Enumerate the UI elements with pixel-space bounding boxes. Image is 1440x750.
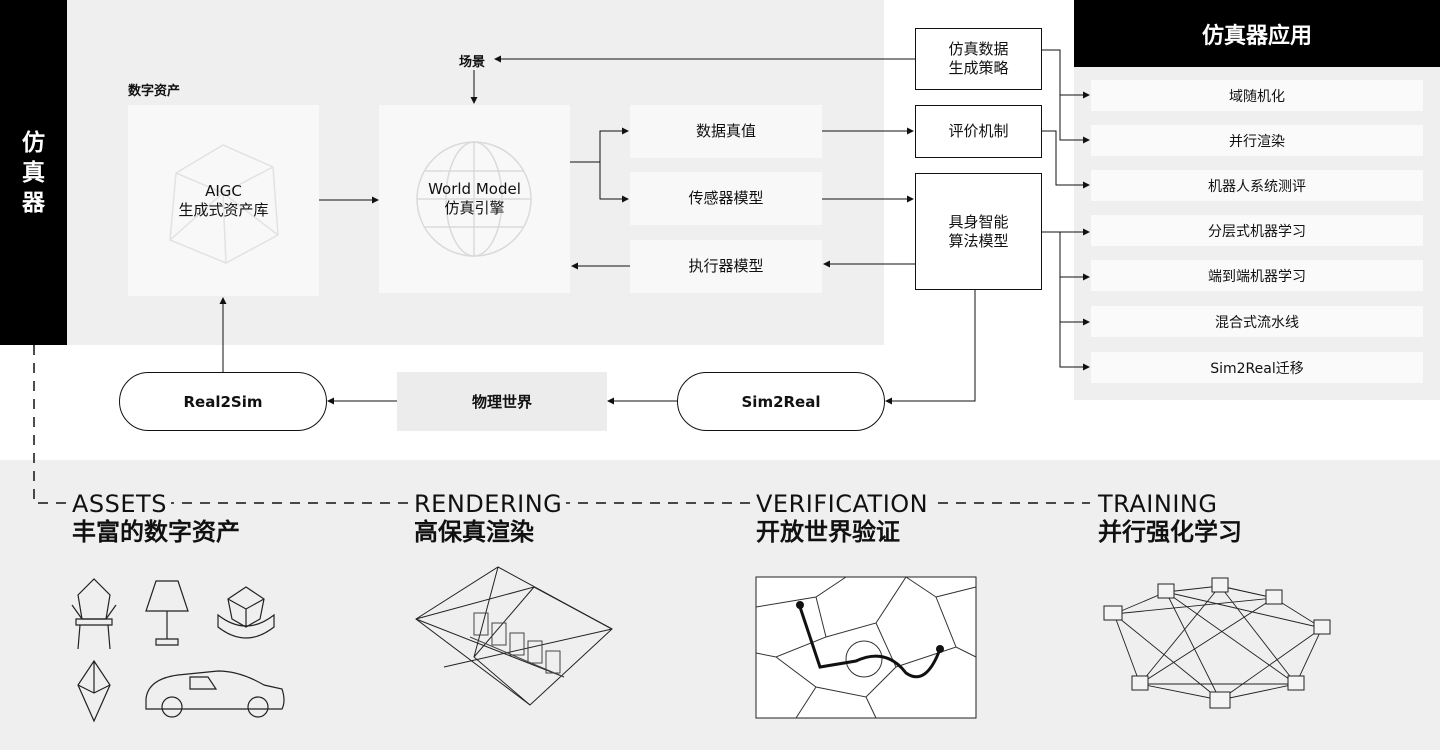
world-model-engine-box: World Model 仿真引擎 xyxy=(379,105,570,293)
lamp-icon xyxy=(145,580,189,646)
app-item-hierarchical-learning: 分层式机器学习 xyxy=(1091,215,1423,246)
open-world-map-illustration xyxy=(755,576,977,719)
real2sim-node: Real2Sim xyxy=(119,372,327,431)
end-pin-icon xyxy=(936,645,944,653)
stage-training-title: TRAINING xyxy=(1094,490,1222,518)
polyhedron-icon xyxy=(169,144,279,264)
start-pin-icon xyxy=(796,601,804,609)
embodied-ai-model-box: 具身智能 算法模型 xyxy=(915,173,1042,290)
aigc-asset-library-box: AIGC 生成式资产库 xyxy=(128,105,319,296)
globe-icon xyxy=(416,141,532,257)
rendering-scene-illustration xyxy=(415,566,613,706)
stage-assets-subtitle: 丰富的数字资产 xyxy=(72,518,240,546)
sidebar-title: 仿 真 器 xyxy=(22,130,45,216)
sim2real-node: Sim2Real xyxy=(677,372,885,431)
scene-label: 场景 xyxy=(459,55,486,70)
crystal-icon xyxy=(77,659,111,723)
stage-rendering-title: RENDERING xyxy=(410,490,567,518)
sensor-model-box: 传感器模型 xyxy=(630,172,822,225)
stage-verification-title: VERIFICATION xyxy=(752,490,933,518)
car-icon xyxy=(145,670,285,718)
aigc-box-label: AIGC 生成式资产库 xyxy=(178,181,269,219)
chair-icon xyxy=(71,578,117,650)
world-model-label: World Model 仿真引擎 xyxy=(428,180,521,217)
robot-arm-nodes xyxy=(1103,577,1331,709)
app-item-robot-evaluation: 机器人系统测评 xyxy=(1091,170,1423,201)
digital-assets-label: 数字资产 xyxy=(128,84,181,99)
evaluation-box: 评价机制 xyxy=(915,105,1042,158)
data-strategy-box: 仿真数据 生成策略 xyxy=(915,28,1042,90)
stage-training-subtitle: 并行强化学习 xyxy=(1098,518,1242,546)
stage-rendering-subtitle: 高保真渲染 xyxy=(414,518,534,546)
stage-verification-subtitle: 开放世界验证 xyxy=(756,518,900,546)
ground-truth-box: 数据真值 xyxy=(630,105,822,158)
stage-assets-title: ASSETS xyxy=(68,490,171,518)
parallel-training-network-illustration xyxy=(1103,577,1331,709)
app-item-sim2real-transfer: Sim2Real迁移 xyxy=(1091,352,1423,383)
applications-title: 仿真器应用 xyxy=(1074,0,1440,67)
app-item-parallel-rendering: 并行渲染 xyxy=(1091,125,1423,156)
actuator-model-box: 执行器模型 xyxy=(630,240,822,293)
app-item-end-to-end-learning: 端到端机器学习 xyxy=(1091,260,1423,291)
assets-illustration xyxy=(71,578,285,723)
route-line xyxy=(798,606,942,679)
gem-on-plinth-icon xyxy=(217,586,275,639)
app-item-domain-randomization: 域随机化 xyxy=(1091,80,1423,111)
simulator-sidebar: 仿 真 器 xyxy=(0,0,67,345)
app-item-hybrid-pipeline: 混合式流水线 xyxy=(1091,306,1423,337)
physical-world-node: 物理世界 xyxy=(397,372,607,431)
lab-equipment-icon xyxy=(469,612,565,678)
